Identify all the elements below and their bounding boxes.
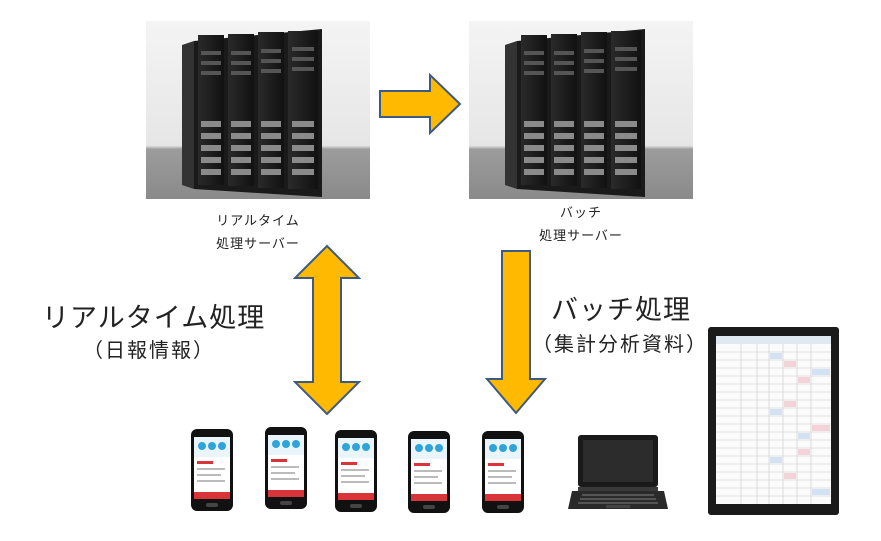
batch-server-label: バッチ 処理サーバー — [469, 202, 693, 248]
laptop-icon — [568, 435, 668, 509]
server-rack-icon — [182, 29, 322, 197]
server-rack-icon — [505, 29, 645, 197]
batch-flow-title: バッチ処理 — [551, 295, 691, 326]
realtime-flow-title: リアルタイム処理 — [42, 303, 266, 334]
smartphone-icon — [191, 429, 233, 511]
smartphone-icon — [335, 430, 377, 512]
realtime-server-label: リアルタイム 処理サーバー — [146, 210, 370, 256]
right-arrow-icon — [379, 73, 462, 135]
realtime-flow-subtitle: （日報情報） — [83, 338, 215, 362]
bidirectional-arrow-icon — [293, 244, 361, 416]
down-arrow-icon — [485, 250, 547, 415]
tablet-report-icon — [708, 327, 839, 515]
smartphone-icon — [408, 431, 450, 513]
realtime-server-label-line1: リアルタイム — [216, 214, 300, 229]
batch-server-label-line1: バッチ — [559, 206, 602, 221]
batch-server-image — [469, 21, 693, 199]
batch-flow-subtitle: （集計分析資料） — [532, 332, 708, 356]
realtime-server-label-line2: 処理サーバー — [216, 237, 300, 252]
smartphone-icon — [265, 427, 307, 509]
batch-server-label-line2: 処理サーバー — [539, 229, 623, 244]
realtime-server-image — [146, 21, 370, 199]
smartphone-icon — [482, 431, 524, 513]
